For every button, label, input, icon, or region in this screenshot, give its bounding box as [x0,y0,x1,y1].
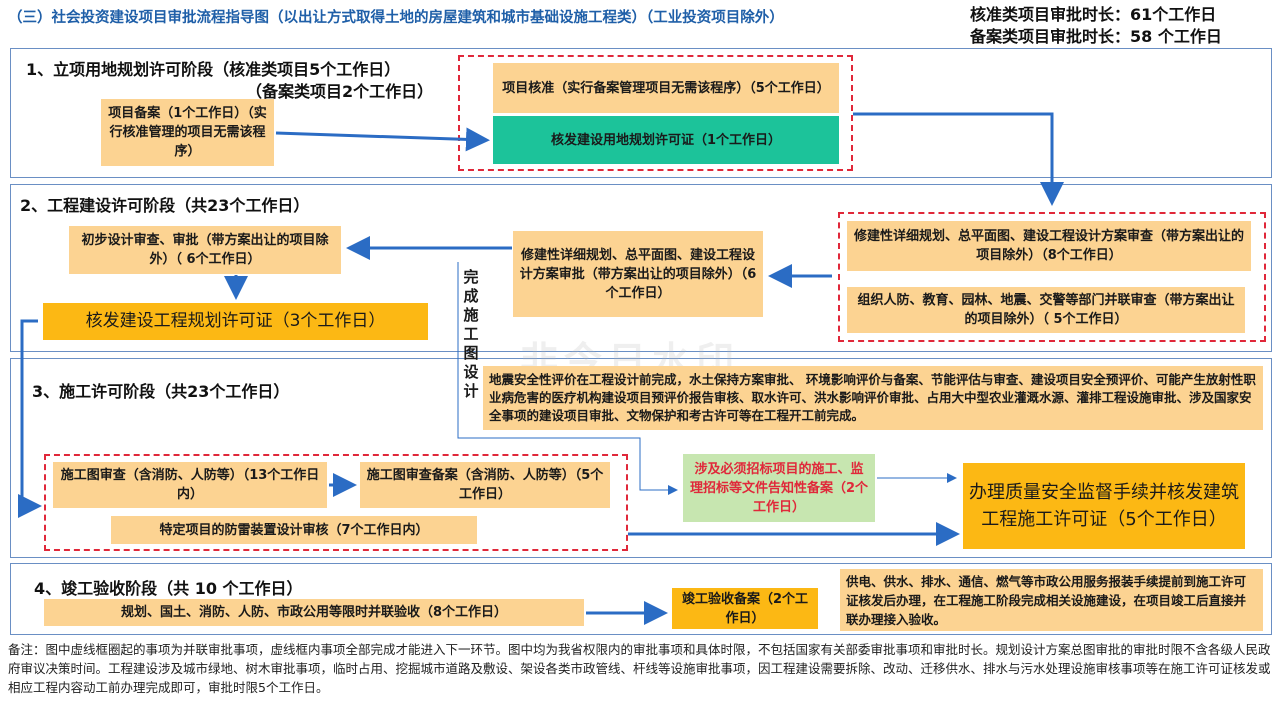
stage2-label: 2、工程建设许可阶段（共23个工作日） [20,196,310,215]
drawing-review-box: 施工图审查（含消防、人防等）（13个工作日内） [53,462,327,508]
department-review-box: 组织人防、教育、园林、地震、交警等部门并联审查（带方案出让的项目除外）（ 5个工… [847,287,1245,333]
preliminary-design-box: 初步设计审查、审批（带方案出让的项目除外）（ 6个工作日） [69,226,341,274]
bidding-record-box: 涉及必须招标项目的施工、监理招标等文件告知性备案（2个工作日） [683,454,875,522]
stage1-label: 1、立项用地规划许可阶段（核准类项目5个工作日） [26,60,401,79]
page-title: （三）社会投资建设项目审批流程指导图（以出让方式取得土地的房屋建筑和城市基础设施… [8,10,784,26]
project-record-box: 项目备案（1个工作日）（实行核准管理的项目无需该程序） [101,99,274,166]
arrow-design-to-bidding [457,262,678,495]
stage1-label-record: （备案类项目2个工作日） [246,82,434,101]
engineering-permit-box: 核发建设工程规划许可证（3个工作日） [43,303,428,340]
detail-plan-approval-box: 修建性详细规划、总平面图、建设工程设计方案审批（带方案出让的项目除外）（6个工作… [513,231,763,317]
land-use-permit-box: 核发建设用地规划许可证（1个工作日） [493,116,839,164]
pre-construction-note-box: 地震安全性评价在工程设计前完成，水土保持方案审批、 环境影响评价与备案、节能评估… [483,366,1263,430]
project-approval-box: 项目核准（实行备案管理项目无需该程序）（5个工作日） [493,63,839,113]
construction-permit-box: 办理质量安全监督手续并核发建筑工程施工许可证（5个工作日） [963,463,1245,549]
acceptance-record-box: 竣工验收备案（2个工作日） [672,588,818,629]
joint-acceptance-box: 规划、国土、消防、人防、市政公用等限时并联验收（8个工作日） [44,599,584,626]
detail-plan-review-box: 修建性详细规划、总平面图、建设工程设计方案审查（带方案出让的项目除外）（8个工作… [847,221,1251,271]
record-duration: 备案类项目审批时长：58 个工作日 [970,27,1222,46]
footnote: 备注：图中虚线框圈起的事项为并联审批事项，虚线框内事项全部完成才能进入下一环节。… [8,642,1271,695]
stage4-label: 4、竣工验收阶段（共 10 个工作日） [34,579,303,598]
duration-summary: 核准类项目审批时长：61个工作日 备案类项目审批时长：58 个工作日 [970,4,1275,48]
stage1-parallel-frame [458,55,853,171]
arrow-stage1-to-stage2 [853,112,1064,206]
lightning-review-box: 特定项目的防雷装置设计审核（7个工作日内） [111,516,477,544]
arrow-record-to-permit [275,127,490,152]
utilities-note-box: 供电、供水、排水、通信、燃气等市政公用服务报装手续提前到施工许可证核发后办理，在… [840,569,1263,631]
stage2-parallel-frame [838,212,1266,342]
arrow-permit-to-stage3 [18,319,42,518]
stage3-label: 3、施工许可阶段（共23个工作日） [32,382,290,401]
complete-drawing-label: 完成施工图设计 [463,268,479,400]
stage3-parallel-frame [44,454,628,551]
drawing-record-box: 施工图审查备案（含消防、人防等）（5个工作日） [360,462,610,508]
approve-duration: 核准类项目审批时长：61个工作日 [970,5,1217,24]
